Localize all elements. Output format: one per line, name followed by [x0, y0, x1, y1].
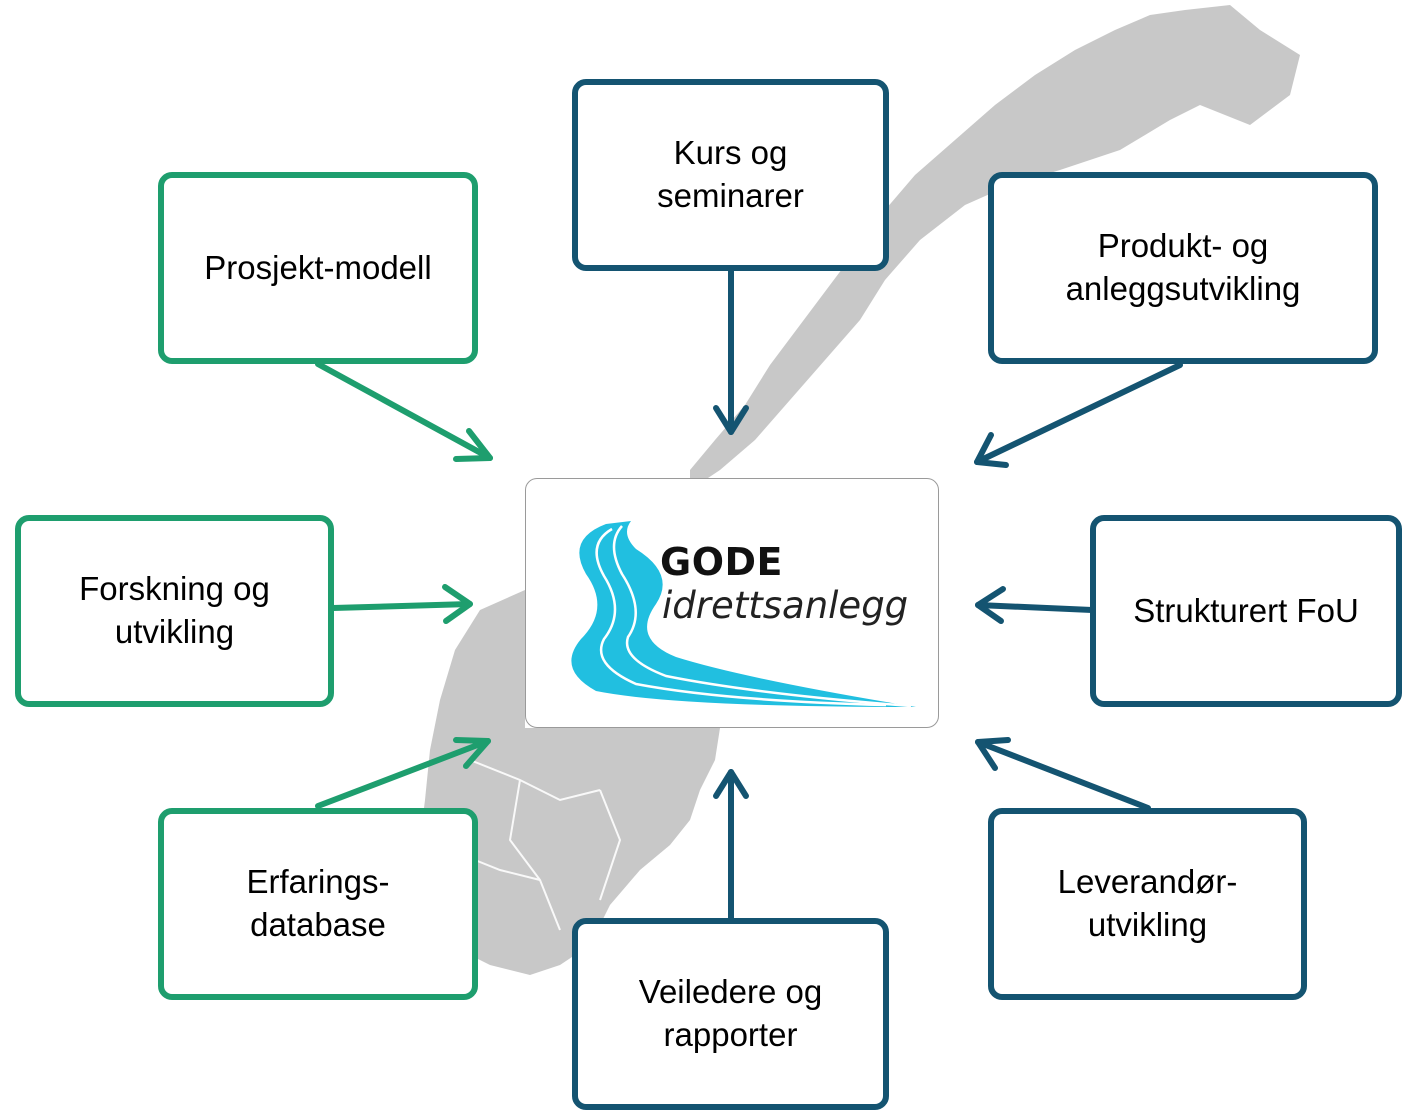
box-label: Kurs og seminarer: [657, 134, 804, 214]
box-erfaringsdatabase: Erfarings- database: [158, 808, 478, 1000]
arrow-forskning: [330, 584, 473, 624]
box-label: Prosjekt-modell: [204, 248, 432, 286]
box-prosjekt-modell: Prosjekt-modell: [158, 172, 478, 364]
center-logo-card: [525, 478, 939, 728]
box-label: Strukturert FoU: [1133, 591, 1359, 629]
box-label: Veiledere og rapporter: [638, 973, 823, 1053]
map-south: [420, 590, 720, 975]
arrow-erfarings: [315, 737, 491, 809]
arrow-veiledere: [713, 769, 749, 922]
box-strukturert-fou: Strukturert FoU: [1090, 515, 1402, 707]
road-icon: [571, 521, 916, 708]
arrow-prosjekt: [315, 361, 493, 462]
box-label: Erfarings- database: [246, 863, 390, 943]
arrow-strukturert: [975, 586, 1095, 624]
box-label: Produkt- og anleggsutvikling: [1065, 227, 1301, 307]
box-forskning-og-utvikling: Forskning og utvikling: [15, 515, 334, 707]
box-label: Forskning og utvikling: [79, 570, 270, 650]
box-leverandorutvikling: Leverandør- utvikling: [988, 808, 1307, 1000]
box-kurs-og-seminarer: Kurs og seminarer: [572, 79, 889, 271]
logo-subtitle: idrettsanlegg: [662, 584, 909, 627]
map-north: [690, 5, 1300, 490]
box-label: Leverandør- utvikling: [1057, 863, 1238, 943]
logo-title: GODE: [660, 540, 783, 584]
arrow-produkt: [974, 362, 1183, 468]
box-veiledere-og-rapporter: Veiledere og rapporter: [572, 918, 889, 1110]
arrow-kurs: [713, 267, 749, 435]
box-produkt-og-anleggsutvikling: Produkt- og anleggsutvikling: [988, 172, 1378, 364]
arrow-leverandor: [975, 737, 1151, 811]
